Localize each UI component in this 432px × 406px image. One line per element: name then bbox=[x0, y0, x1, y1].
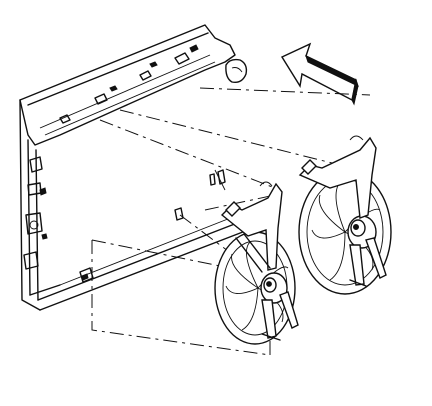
alignment-leaders bbox=[91, 87, 371, 356]
installation-direction-arrow bbox=[280, 42, 359, 106]
fan-assembly-rear bbox=[298, 135, 392, 295]
fan-assembly-front bbox=[214, 181, 299, 345]
radiator-support bbox=[19, 24, 249, 311]
